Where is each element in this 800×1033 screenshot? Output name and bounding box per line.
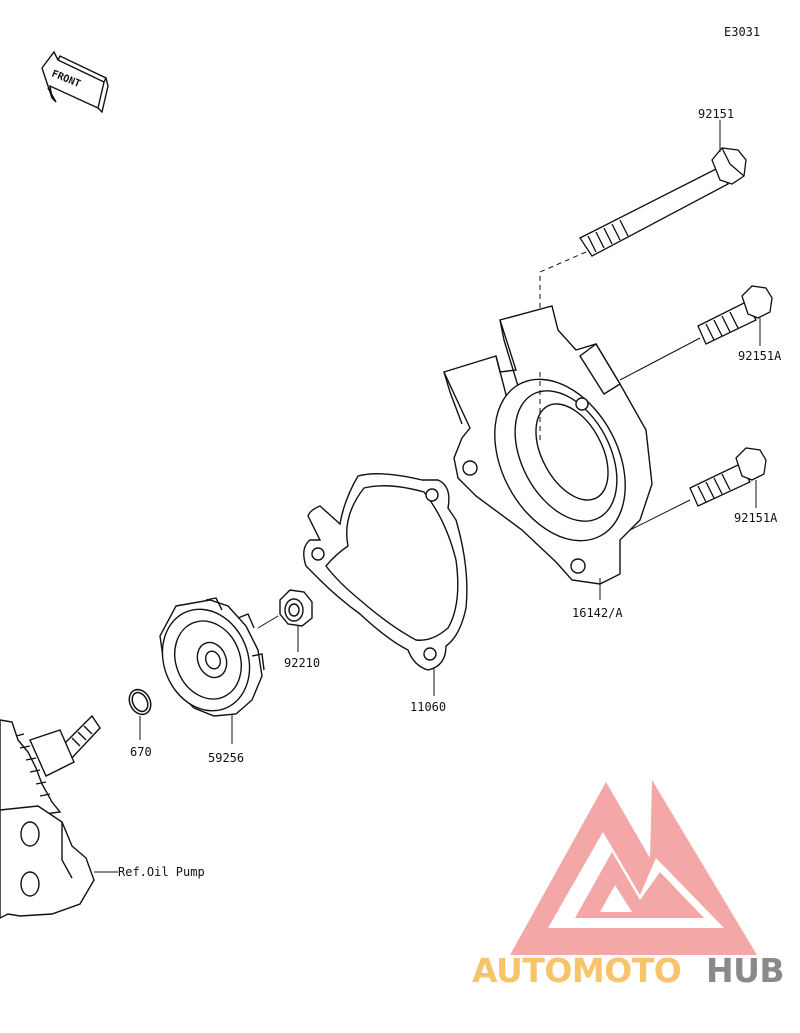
label-670: 670: [130, 745, 152, 759]
label-59256: 59256: [208, 751, 244, 765]
watermark-logo: [510, 780, 757, 955]
label-92151a-upper: 92151A: [738, 349, 782, 363]
watermark-text-hub: HUB: [706, 951, 784, 990]
oil-pump-ref: [0, 714, 101, 919]
bolt-92151a-lower: [689, 447, 767, 507]
label-16142a: 16142/A: [572, 606, 623, 620]
bolt-92151: [579, 147, 747, 257]
label-11060: 11060: [410, 700, 446, 714]
diagram-code: E3031: [724, 25, 760, 39]
label-ref-oil-pump: Ref.Oil Pump: [118, 865, 205, 879]
label-92210: 92210: [284, 656, 320, 670]
front-arrow-icon: [41, 50, 109, 114]
watermark-text-automoto: AUTOMOTO: [472, 951, 681, 990]
o-ring-670: [128, 688, 152, 716]
pump-cover-16142a: [443, 305, 653, 585]
label-92151: 92151: [698, 107, 734, 121]
nut-92210: [279, 589, 313, 627]
bolt-92151a-upper: [697, 285, 773, 345]
label-92151a-lower: 92151A: [734, 511, 778, 525]
impeller-59256: [159, 597, 265, 717]
gasket-11060: [303, 473, 468, 671]
